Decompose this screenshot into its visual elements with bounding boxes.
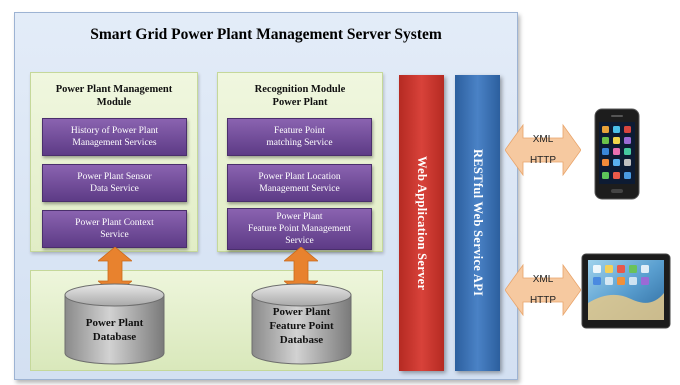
service-sensor-data-label: Power Plant Sensor Data Service	[77, 172, 152, 194]
database-cylinder-right	[251, 283, 352, 365]
service-feature-matching: Feature Point matching Service	[227, 118, 372, 156]
service-context-label: Power Plant Context Service	[75, 218, 154, 240]
service-location-management: Power Plant Location Management Service	[227, 164, 372, 202]
vertical-double-arrow-right	[284, 247, 318, 295]
horizontal-double-arrow-top	[505, 123, 581, 177]
service-feature-point-management: Power Plant Feature Point Management Ser…	[227, 208, 372, 250]
module-title-recognition: Recognition Module Power Plant	[254, 84, 346, 108]
module-title-management: Power Plant Management Module	[55, 84, 173, 108]
protocol-http-top: HTTP	[529, 155, 557, 166]
protocol-http-bottom: HTTP	[529, 295, 557, 306]
protocol-xml-top: XML	[532, 134, 554, 145]
service-context: Power Plant Context Service	[42, 210, 187, 248]
service-history-label: History of Power Plant Management Servic…	[70, 126, 159, 148]
database-label-left: Power Plant Database	[85, 317, 144, 343]
vertical-double-arrow-left	[98, 247, 132, 295]
database-label-right: Power Plant Feature Point Database	[269, 306, 334, 346]
service-history: History of Power Plant Management Servic…	[42, 118, 187, 156]
database-cylinder-left	[64, 283, 165, 365]
smartphone-icon	[594, 108, 640, 200]
service-feature-matching-label: Feature Point matching Service	[266, 126, 333, 148]
service-location-management-label: Power Plant Location Management Service	[258, 172, 341, 194]
protocol-xml-bottom: XML	[532, 274, 554, 285]
tablet-icon	[581, 253, 671, 329]
web-application-server: Web Application Server	[399, 75, 444, 371]
web-application-server-label: Web Application Server	[415, 155, 429, 291]
horizontal-double-arrow-bottom	[505, 263, 581, 317]
system-title: Smart Grid Power Plant Management Server…	[90, 26, 442, 43]
service-feature-point-management-label: Power Plant Feature Point Management Ser…	[248, 212, 351, 246]
restful-web-service-api: RESTful Web Service API	[455, 75, 500, 371]
service-sensor-data: Power Plant Sensor Data Service	[42, 164, 187, 202]
restful-web-service-api-label: RESTful Web Service API	[471, 149, 485, 297]
